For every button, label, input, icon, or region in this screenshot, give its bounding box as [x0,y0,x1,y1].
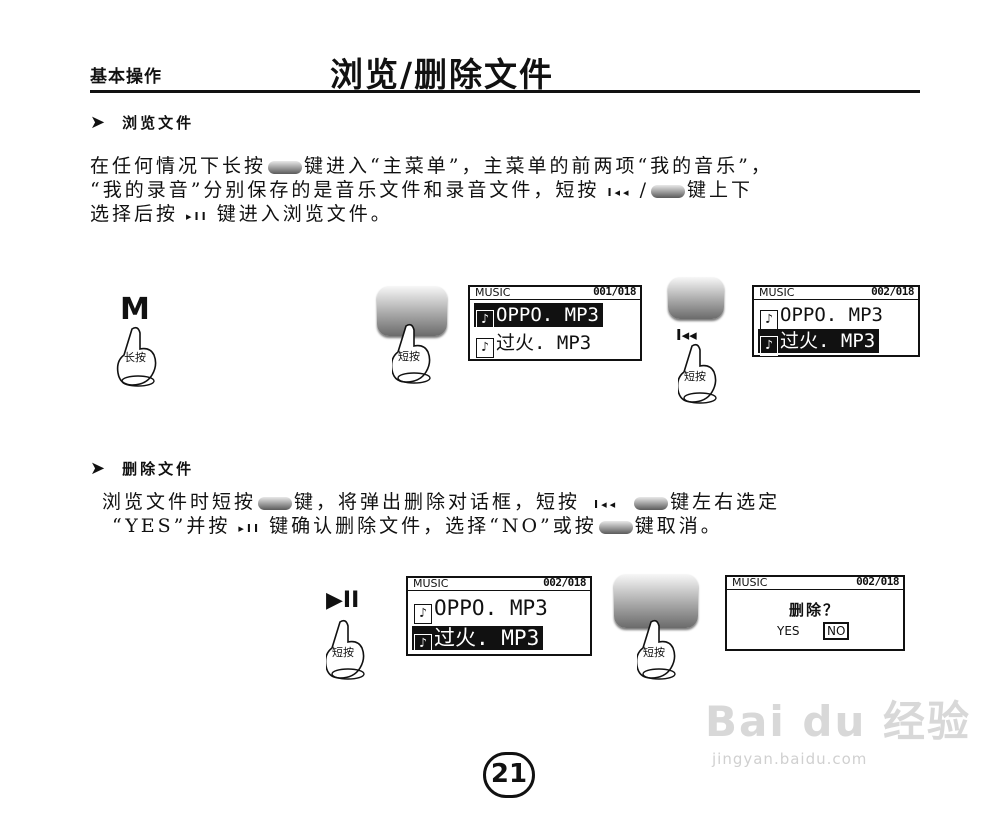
browse-heading-text: 浏览文件 [122,114,195,132]
prev-track-icon: I◂◂ [594,498,619,511]
bullet-arrow-icon: ➤ [90,458,109,479]
next-key-button[interactable] [668,277,724,319]
lcd-row-selected: ♪过火. MP3 [412,626,544,654]
prev-track-icon: I◂◂ [607,186,632,199]
page-title: 浏览/删除文件 [330,55,555,94]
lcd-screen-1: MUSIC 001/018 ♪OPPO. MP3 ♪过火. MP3 [468,285,642,361]
next-key-icon [634,496,669,510]
delete-heading-text: 删除文件 [122,460,195,478]
browse-paragraph: 在任何情况下长按键进入“主菜单”，主菜单的前两项“我的音乐”， “我的录音”分别… [90,154,773,226]
prev-track-icon: I◂◂ [676,326,697,344]
lcd-screen-2: MUSIC 002/018 ♪OPPO. MP3 ♪过火. MP3 [752,285,920,357]
music-note-icon: ♪ [414,604,432,624]
bullet-arrow-icon: ➤ [90,112,109,133]
browse-line-1: 在任何情况下长按键进入“主菜单”，主菜单的前两项“我的音乐”， [90,155,773,177]
section-label: 基本操作 [90,67,162,87]
hand-short-press-icon: 短按 [676,342,730,410]
music-note-icon: ♪ [760,336,778,356]
m-key-label: M [120,292,150,327]
yes-option: YES [777,624,800,638]
hand-short-press-icon: 短按 [324,618,378,686]
lcd-row: ♪OPPO. MP3 [412,596,552,624]
lcd-row: ♪过火. MP3 [474,331,595,358]
menu-key-icon [258,496,293,510]
next-key-icon [650,184,685,198]
menu-key-icon [268,160,303,174]
play-pause-icon: ▶II [326,588,360,613]
browse-heading: ➤ 浏览文件 [90,112,194,133]
music-note-icon: ♪ [414,634,432,654]
baidu-watermark-logo: Bai du 经验 [705,697,971,746]
delete-heading: ➤ 删除文件 [90,458,194,479]
play-pause-icon: ▸II [186,210,209,223]
hand-short-press-icon: 短按 [390,322,444,390]
page-number: 21 [483,752,535,798]
menu-key-button[interactable] [614,574,698,628]
lcd-row-selected: ♪OPPO. MP3 [474,303,603,330]
no-option-selected: NO [823,622,850,640]
header-rule [90,90,920,93]
lcd-screen-3: MUSIC 002/018 ♪OPPO. MP3 ♪过火. MP3 [406,576,592,656]
music-note-icon: ♪ [476,310,494,330]
hand-short-press-icon: 短按 [635,618,689,686]
music-note-icon: ♪ [476,338,494,358]
lcd-screen-delete-dialog: MUSIC 002/018 删除？ YES NO [725,575,905,651]
baidu-watermark-url: jingyan.baidu.com [712,750,868,768]
play-pause-icon: ▸II [238,522,262,535]
delete-question: 删除？ [789,601,841,619]
lcd-row: ♪OPPO. MP3 [758,303,887,330]
hand-long-press-icon: 长按 [112,325,164,393]
lcd-row-selected: ♪过火. MP3 [758,329,880,356]
menu-key-icon [598,520,633,534]
music-note-icon: ♪ [760,310,778,330]
